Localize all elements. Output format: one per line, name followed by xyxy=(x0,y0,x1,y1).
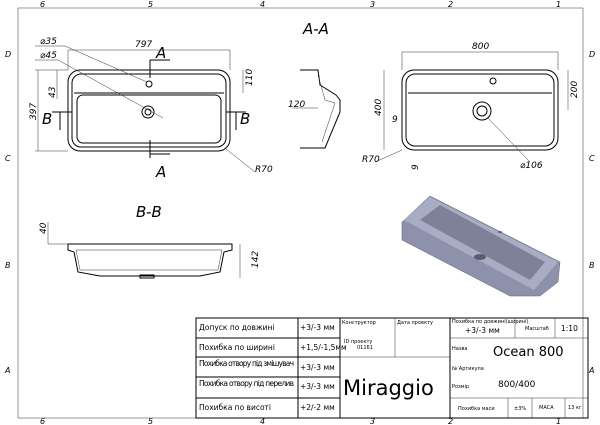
dim-43: 43 xyxy=(48,86,58,98)
tolerance-value: +3/-3 мм xyxy=(300,382,335,391)
grid-ref-right: D C B A xyxy=(588,50,595,375)
col-ref: 1 xyxy=(556,0,561,9)
dim-width: 797 xyxy=(135,40,152,50)
col-ref: 4 xyxy=(260,417,265,425)
scale-label: Масштаб xyxy=(525,326,549,332)
dim-depth: 397 xyxy=(29,103,39,120)
dim-radius: R70 xyxy=(255,165,273,175)
mass-tol-label: Похибка маси xyxy=(458,406,495,412)
dim-9: 9 xyxy=(411,164,421,170)
section-bb xyxy=(47,222,241,279)
dim-110: 110 xyxy=(245,69,255,86)
tolerance-label: Похибка по висоті xyxy=(199,403,271,412)
dim-200: 200 xyxy=(570,81,580,98)
tolerance-label: Допуск по довжині xyxy=(199,323,275,332)
tolerance-value: +1,5/-1,5мм xyxy=(300,343,347,352)
tolerance-label: Похибка по ширині xyxy=(199,343,275,352)
col-ref: 3 xyxy=(370,417,375,425)
dim-9: 9 xyxy=(392,115,398,125)
size-value: 800/400 xyxy=(498,380,536,390)
col-ref: 3 xyxy=(370,0,375,9)
section-bb-title: B-B xyxy=(136,203,162,221)
dim-tap-hole: ⌀35 xyxy=(40,37,57,47)
col-ref: 1 xyxy=(556,417,561,425)
col-ref: 6 xyxy=(40,0,45,9)
project-id-label: ID проекту xyxy=(344,339,372,345)
cut-marker-a: A xyxy=(155,44,166,62)
brand-logo: Miraggio xyxy=(343,376,434,400)
col-ref: 5 xyxy=(148,0,153,9)
mass-tol: ±3% xyxy=(514,406,526,412)
size-label: Розмір xyxy=(452,384,469,390)
date-label: Дата проекту xyxy=(397,320,433,326)
sink-3d-render xyxy=(401,195,561,297)
row-ref: B xyxy=(589,261,595,270)
row-ref: A xyxy=(588,366,594,375)
row-ref: D xyxy=(589,50,595,59)
cut-marker-a: A xyxy=(155,163,166,181)
tolerance-label: Похибка отвору під перелив xyxy=(199,379,294,388)
tolerance-value: +3/-3 мм xyxy=(300,323,335,332)
right-top-view xyxy=(374,51,569,163)
project-id: 01161 xyxy=(357,345,373,351)
dim-drain: ⌀45 xyxy=(40,51,57,61)
grid-ref-bottom: 6 5 4 3 2 1 xyxy=(40,417,561,425)
col-ref: 2 xyxy=(448,417,453,425)
dim-106: ⌀106 xyxy=(520,161,543,171)
dim-radius: R70 xyxy=(362,155,380,165)
col-ref: 5 xyxy=(148,417,153,425)
length-tol: +3/-3 мм xyxy=(465,326,500,335)
cut-marker-b: B xyxy=(240,110,250,128)
section-aa-title: A-A xyxy=(302,20,329,38)
col-ref: 6 xyxy=(40,417,45,425)
row-ref: D xyxy=(5,50,11,59)
col-ref: 2 xyxy=(448,0,453,9)
side-section xyxy=(292,69,341,149)
dim-800: 800 xyxy=(472,42,489,52)
col-ref: 4 xyxy=(260,0,265,9)
row-ref: A xyxy=(4,366,10,375)
name-label: Назва xyxy=(452,346,468,352)
grid-ref-top: 6 5 4 3 2 1 xyxy=(40,0,561,9)
product-name: Ocean 800 xyxy=(493,345,564,360)
cut-marker-b: B xyxy=(42,110,52,128)
tolerance-value: +3/-3 мм xyxy=(300,363,335,372)
dim-120: 120 xyxy=(288,100,305,110)
dim-40: 40 xyxy=(39,222,49,234)
dim-400: 400 xyxy=(374,99,384,116)
top-view xyxy=(35,45,256,173)
dim-142: 142 xyxy=(251,251,261,268)
article-label: № Артикула xyxy=(452,366,484,372)
scale-value: 1:10 xyxy=(561,324,578,333)
title-block xyxy=(195,317,589,419)
row-ref: B xyxy=(5,261,11,270)
row-ref: C xyxy=(5,154,11,163)
row-ref: C xyxy=(589,154,595,163)
tolerance-value: +2/-2 мм xyxy=(300,403,335,412)
mass-value: 13 кг xyxy=(568,405,582,411)
length-tol-label: Похибка по довжині(ширині) xyxy=(452,319,528,325)
mass-label: МАСА xyxy=(539,405,554,411)
designer-label: Конструктор xyxy=(342,320,376,326)
grid-ref-left: D C B A xyxy=(4,50,11,375)
tolerance-label: Похибка отвору під змішувач xyxy=(199,359,294,368)
